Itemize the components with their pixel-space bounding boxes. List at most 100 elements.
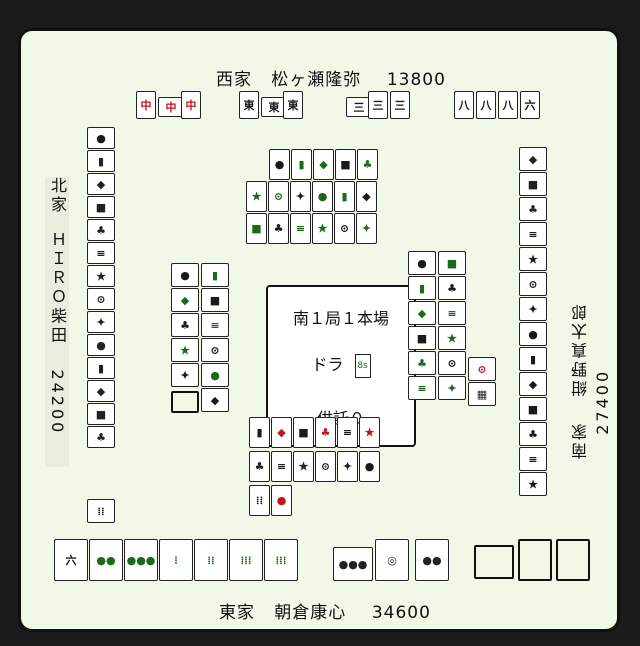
left-pond-tile: ▮	[201, 263, 229, 287]
right-discard-tile: ◆	[519, 372, 547, 396]
right-pond-tile: ★	[438, 326, 466, 350]
bottom-pond-tile: ●	[271, 485, 292, 516]
right-pond-tile: ▦	[468, 382, 496, 406]
left-player-wind: 北家	[48, 177, 67, 215]
top-discard-tile: ⊙	[268, 181, 289, 212]
bottom-pond-tile: ■	[293, 417, 314, 448]
left-discard-tile: ✦	[87, 311, 115, 333]
left-discard-tile: ♣	[87, 426, 115, 448]
right-pond-tile: ≡	[408, 376, 436, 400]
top-meld-tile: 東	[283, 91, 303, 119]
left-pond-tile: ◆	[171, 288, 199, 312]
left-pond-tile: ⊙	[201, 338, 229, 362]
top-discard-tile: ✦	[356, 213, 377, 244]
left-discard-tile: ⊙	[87, 288, 115, 310]
left-discard-tile: ■	[87, 196, 115, 218]
right-discard-tile: ≡	[519, 447, 547, 471]
right-discard-tile: ≡	[519, 222, 547, 246]
right-pond-tile: ⊙	[438, 351, 466, 375]
left-discard-tile: ≡	[87, 242, 115, 264]
bottom-player-name: 朝倉康心	[274, 603, 347, 623]
left-player-label: 北家 ＨＩＲＯ柴田 24200	[45, 177, 69, 467]
right-player-name: 紺野真太郎	[571, 301, 590, 397]
round-text: 南１局１本場	[292, 309, 389, 328]
top-meld-tile: 中	[136, 91, 156, 119]
right-pond-tile: ≡	[438, 301, 466, 325]
right-player-label: 南家 紺野真太郎 27400	[569, 211, 612, 459]
left-player-score: 24200	[48, 369, 67, 436]
meld-tile: ◎	[375, 539, 409, 581]
top-discard-tile: ◆	[313, 149, 334, 180]
left-discard-tile: ■	[87, 403, 115, 425]
left-pond-tile	[171, 391, 199, 413]
top-meld-tile: 八	[476, 91, 496, 119]
mahjong-table: 西家 松ヶ瀬隆弥 13800 東家 朝倉康心 34600 北家 ＨＩＲＯ柴田 2…	[18, 28, 620, 632]
right-discard-tile: ★	[519, 247, 547, 271]
left-discard-tile: ▮	[87, 150, 115, 172]
left-discard-tile: ♣	[87, 219, 115, 241]
top-meld-tile: 三	[390, 91, 410, 119]
right-pond-tile: ✦	[438, 376, 466, 400]
top-discard-tile: ●	[269, 149, 290, 180]
bottom-pond-tile: ≡	[271, 451, 292, 482]
left-discard-tile: ⁞⁞	[87, 499, 115, 523]
top-meld-tile: 三	[368, 91, 388, 119]
dora-label: ドラ	[311, 355, 344, 374]
top-discard-tile: ●	[312, 181, 333, 212]
top-discard-tile: ≡	[290, 213, 311, 244]
left-pond-tile: ★	[171, 338, 199, 362]
right-player-score: 27400	[593, 368, 612, 435]
bottom-pond-tile: ●	[359, 451, 380, 482]
empty-slot	[474, 545, 514, 579]
right-pond-tile: ⊙	[468, 357, 496, 381]
bottom-pond-tile: ≡	[337, 417, 358, 448]
top-discard-tile: ▮	[291, 149, 312, 180]
right-pond-tile: ◆	[408, 301, 436, 325]
left-discard-tile: ◆	[87, 380, 115, 402]
left-pond-tile: ◆	[201, 388, 229, 412]
hand-tile[interactable]: ●●	[89, 539, 123, 581]
top-discard-tile: ⊙	[334, 213, 355, 244]
top-discard-tile: ♣	[357, 149, 378, 180]
right-pond-tile: ■	[438, 251, 466, 275]
left-discard-tile: ★	[87, 265, 115, 287]
hand-tile[interactable]: ⁝	[159, 539, 193, 581]
left-discard-tile: ◆	[87, 173, 115, 195]
right-discard-tile: ♣	[519, 422, 547, 446]
right-discard-tile: ⊙	[519, 272, 547, 296]
left-pond-tile: ■	[201, 288, 229, 312]
hand-tile[interactable]: ⁞⁞	[194, 539, 228, 581]
left-discard-tile: ▮	[87, 357, 115, 379]
top-discard-tile: ✦	[290, 181, 311, 212]
top-discard-tile: ◆	[356, 181, 377, 212]
top-discard-tile: ★	[246, 181, 267, 212]
bottom-player-score: 34600	[371, 603, 431, 623]
top-player-wind: 西家	[216, 70, 252, 90]
hand-tile[interactable]: ⁞⁞⁞	[229, 539, 263, 581]
right-pond-tile: ▮	[408, 276, 436, 300]
top-meld-tile: 六	[520, 91, 540, 119]
hand-tile[interactable]: 六	[54, 539, 88, 581]
right-discard-tile: ■	[519, 397, 547, 421]
right-discard-tile: ♣	[519, 197, 547, 221]
bottom-pond-tile: ♣	[315, 417, 336, 448]
hand-tile[interactable]: ●●●	[124, 539, 158, 581]
bottom-player-wind: 東家	[219, 603, 255, 623]
bottom-pond-tile: ⊙	[315, 451, 336, 482]
dora-row: ドラ 8s	[268, 351, 414, 378]
bottom-pond-tile: ⁞⁞	[249, 485, 270, 516]
dora-indicator-tile: 8s	[354, 353, 371, 378]
top-player-label: 西家 松ヶ瀬隆弥 13800	[216, 65, 446, 90]
top-meld-tile: 中	[181, 91, 201, 119]
right-discard-tile: ▮	[519, 347, 547, 371]
right-discard-tile: ■	[519, 172, 547, 196]
hand-tile[interactable]: ⁞⁞⁞	[264, 539, 298, 581]
top-meld-tile: 東	[239, 91, 259, 119]
bottom-pond-tile: ★	[359, 417, 380, 448]
bottom-player-label: 東家 朝倉康心 34600	[219, 598, 431, 623]
bottom-pond-tile: ✦	[337, 451, 358, 482]
left-pond-tile: ●	[171, 263, 199, 287]
right-discard-tile: ★	[519, 472, 547, 496]
empty-slot	[518, 539, 552, 581]
bottom-pond-tile: ★	[293, 451, 314, 482]
